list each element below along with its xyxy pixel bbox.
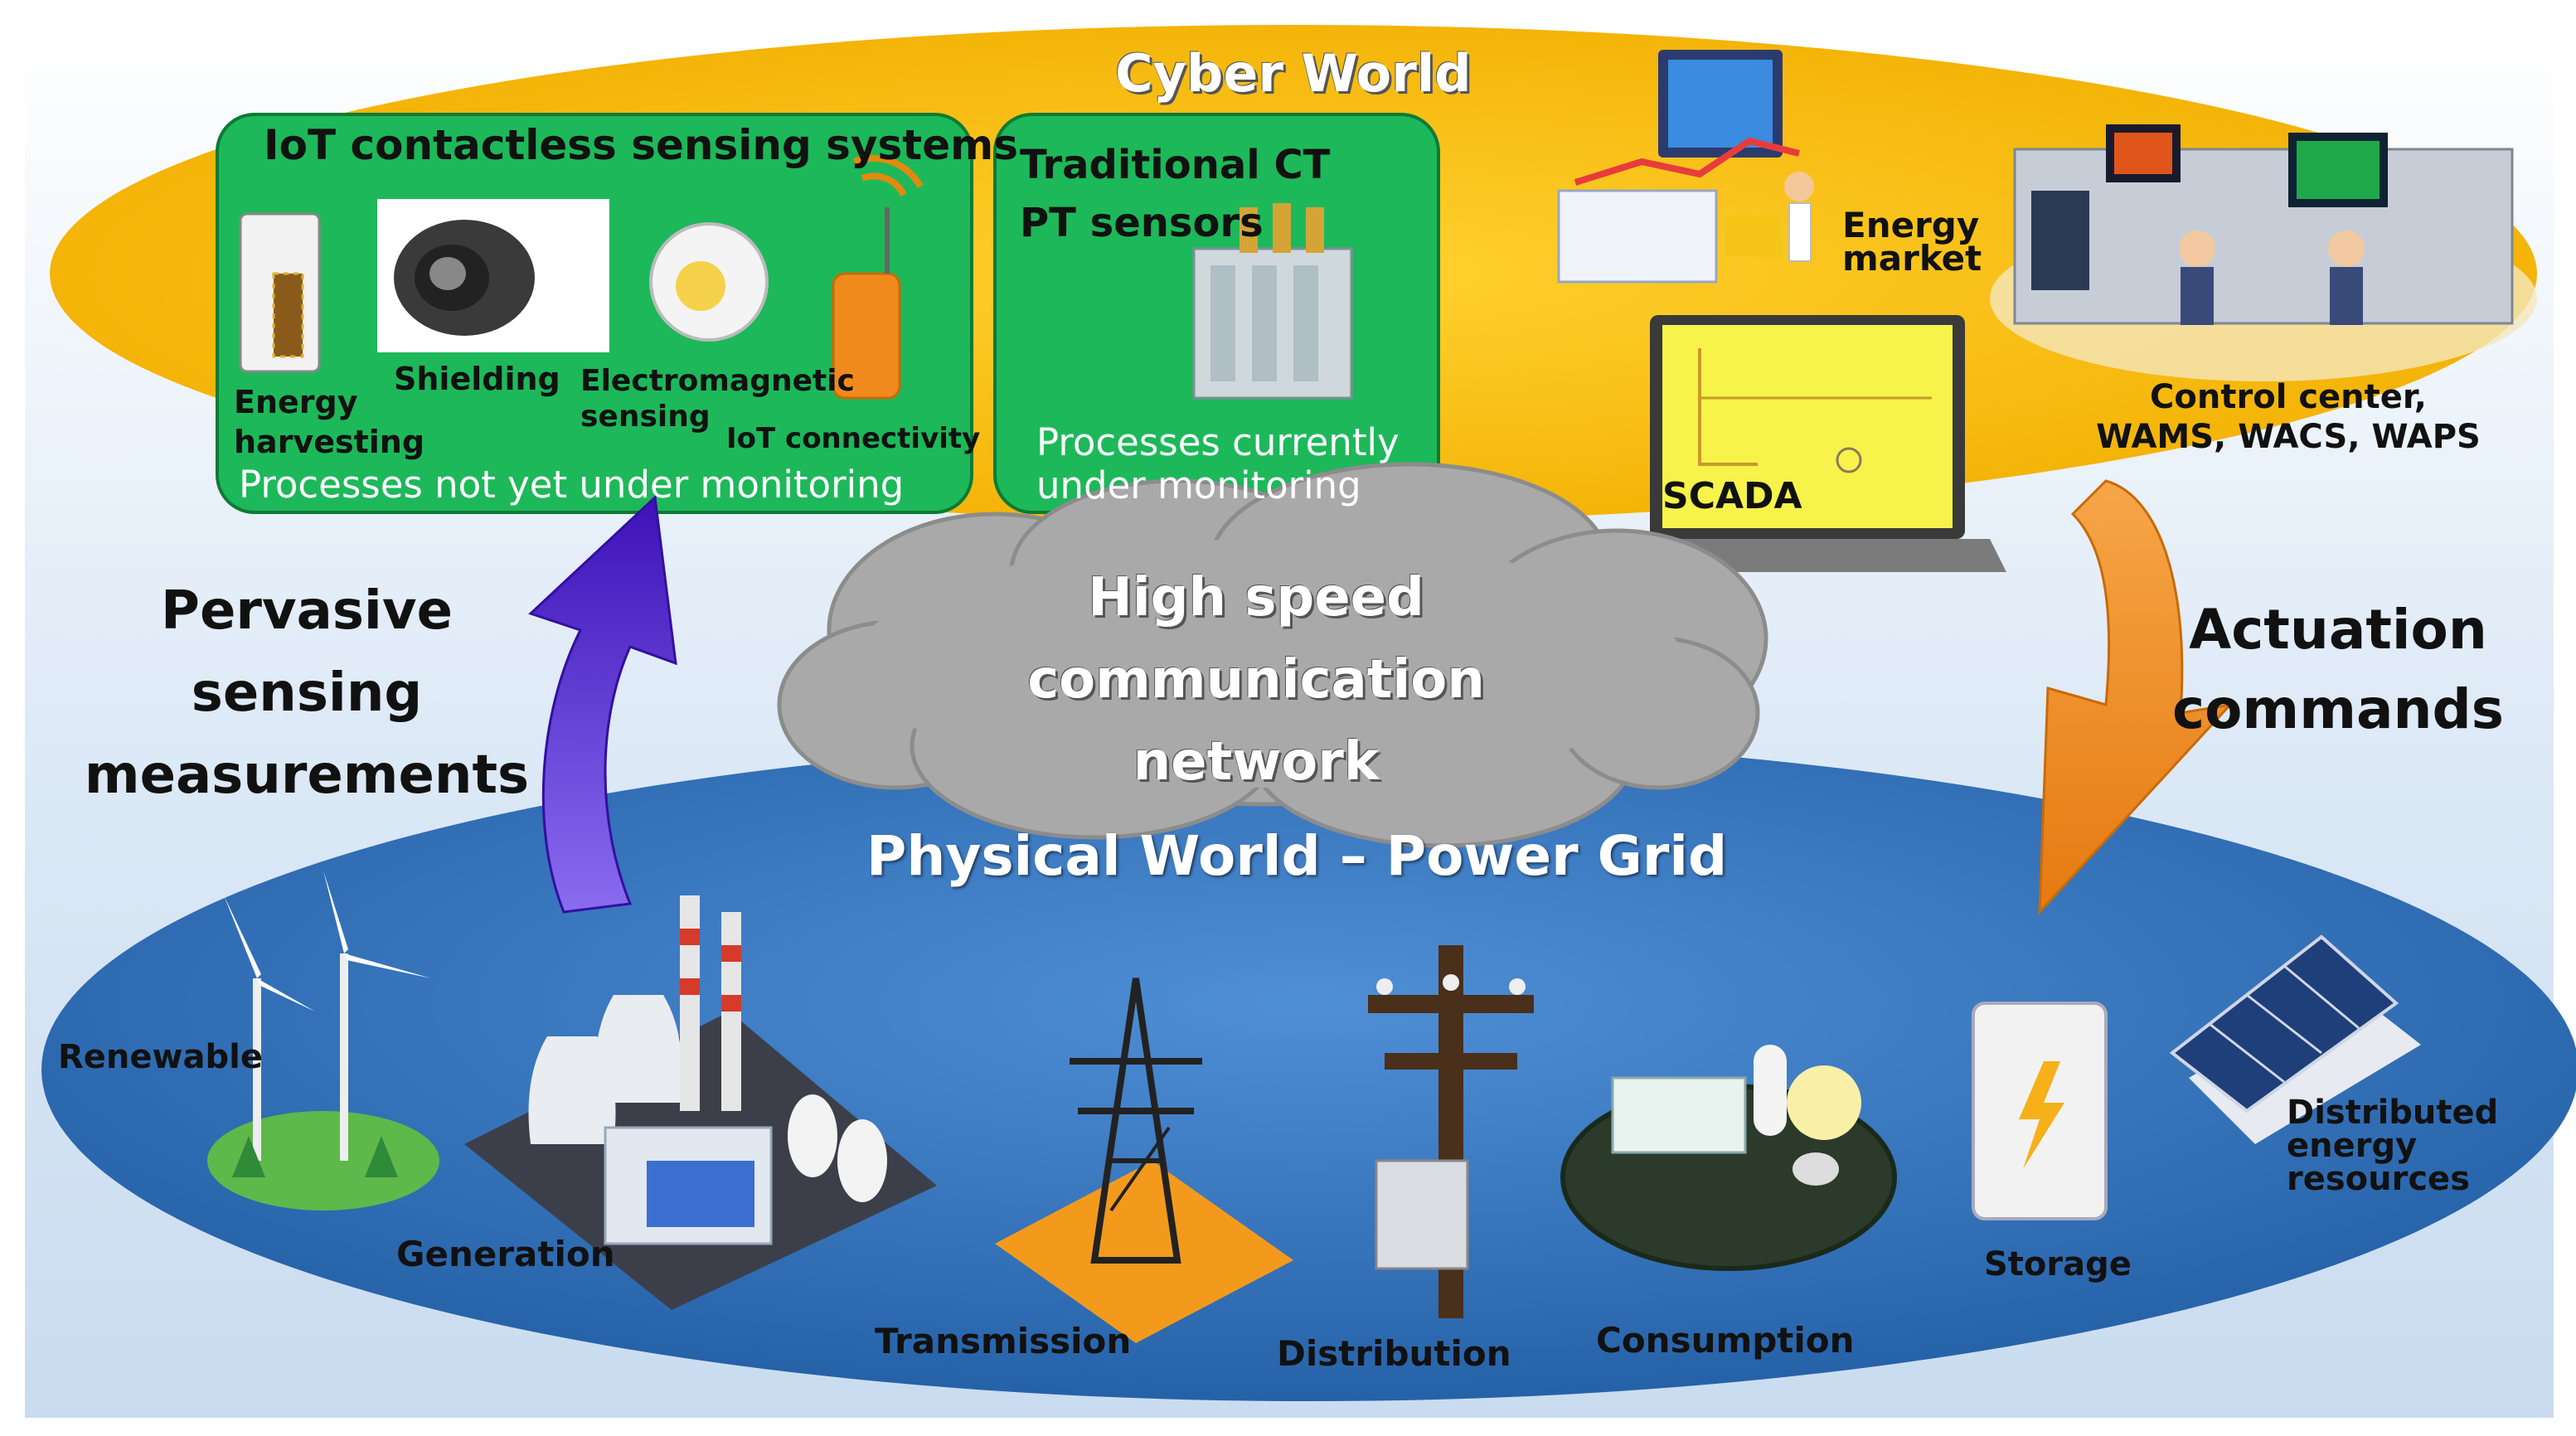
distribution-label: Distribution bbox=[1277, 1333, 1511, 1374]
consumption-icon bbox=[1560, 1045, 1897, 1271]
pervasive-sensing-label: Pervasive sensing measurements bbox=[84, 580, 530, 807]
scada-label: SCADA bbox=[1662, 475, 1802, 517]
scada-laptop-icon bbox=[1608, 315, 2006, 572]
solar-panel-icon bbox=[2169, 934, 2421, 1144]
energy-market-label: Energy market bbox=[1842, 205, 1982, 279]
generation-label: Generation bbox=[396, 1234, 615, 1274]
network-label: High speed communication network bbox=[1027, 567, 1485, 793]
electromagnetic-sensor-icon bbox=[649, 222, 769, 342]
control-center-label: Control center, WAMS, WACS, WAPS bbox=[2096, 378, 2481, 456]
cyber-world-title: Cyber World bbox=[1115, 43, 1472, 104]
ct-pt-transformer-icon bbox=[1192, 203, 1353, 400]
wind-turbine-icon bbox=[207, 871, 439, 1210]
transmission-tower-icon bbox=[995, 978, 1293, 1343]
shielding-icon bbox=[377, 199, 609, 352]
shielding-label: Shielding bbox=[394, 361, 560, 397]
sensing-up-arrow bbox=[528, 494, 677, 914]
iot-connectivity-label: IoT connectivity bbox=[726, 422, 981, 455]
traditional-box-caption: Processes currently under monitoring bbox=[1036, 420, 1400, 507]
actuation-down-arrow bbox=[2038, 479, 2234, 916]
storage-battery-icon bbox=[1972, 1002, 2108, 1220]
iot-connectivity-icon bbox=[832, 154, 924, 400]
power-plant-icon bbox=[464, 895, 937, 1310]
distribution-pole-icon bbox=[1368, 945, 1534, 1318]
cloud-core bbox=[854, 539, 1683, 788]
electromagnetic-sensing-label: Electromagnetic sensing bbox=[580, 364, 855, 434]
iot-box-title: IoT contactless sensing systems bbox=[264, 121, 1018, 169]
traditional-box-title: Traditional CT PT sensors bbox=[1020, 142, 1331, 246]
iot-box-caption: Processes not yet under monitoring bbox=[239, 463, 905, 507]
control-center-icon bbox=[1990, 124, 2537, 381]
der-label: Distributed energy resources bbox=[2287, 1094, 2499, 1198]
storage-label: Storage bbox=[1984, 1245, 2132, 1283]
renewable-label: Renewable bbox=[58, 1038, 263, 1076]
energy-harvesting-label: Energy harvesting bbox=[234, 384, 425, 460]
physical-world-title: Physical World – Power Grid bbox=[866, 824, 1728, 888]
actuation-commands-label: Actuation commands bbox=[2171, 598, 2505, 741]
energy-market-icon bbox=[1557, 50, 1814, 284]
consumption-label: Consumption bbox=[1596, 1320, 1855, 1361]
energy-harvester-icon bbox=[239, 212, 321, 373]
transmission-label: Transmission bbox=[875, 1321, 1132, 1361]
